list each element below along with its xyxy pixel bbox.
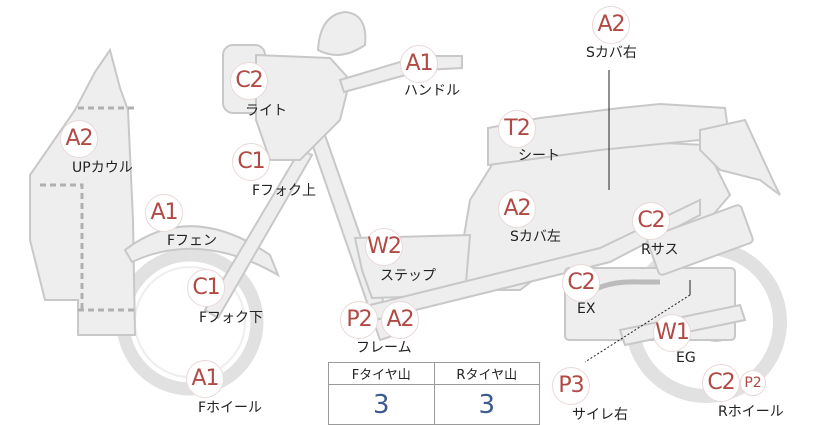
mirror-shape <box>316 10 367 56</box>
step-code-badge: W2 <box>365 228 403 266</box>
muffler-right-label: サイレ右 <box>572 407 628 423</box>
up-cowl-label: UPカウル <box>72 160 133 176</box>
exhaust-label: EX <box>577 301 596 317</box>
frame-label: フレーム <box>356 340 412 356</box>
f-fork-lower-label: Fフォク下 <box>199 310 264 326</box>
front-fork-shape <box>203 148 314 320</box>
light-label: ライト <box>245 103 287 119</box>
r-wheel-code-badge-2: P2 <box>740 370 766 396</box>
f-fender-label: Fフェン <box>167 233 218 249</box>
r-wheel-code-badge-1: C2 <box>702 364 740 402</box>
seat-shape <box>487 102 730 167</box>
f-wheel-code-badge: A1 <box>186 360 224 398</box>
up-cowl-shape <box>29 47 137 336</box>
r-wheel-label: Rホイール <box>718 404 784 420</box>
f-wheel-label: Fホイール <box>198 400 263 416</box>
frame-code-badge-1: P2 <box>340 301 378 339</box>
light-code-badge: C2 <box>230 62 268 100</box>
s-cover-right-code-badge: A2 <box>592 6 630 44</box>
handle-label: ハンドル <box>404 83 460 99</box>
front-tire-tread-value: 3 <box>328 384 435 425</box>
f-fender-code-badge: A1 <box>145 194 183 232</box>
s-cover-right-label: Sカバ右 <box>586 45 637 61</box>
handle-code-badge: A1 <box>400 45 438 83</box>
up-cowl-code-badge: A2 <box>60 120 98 158</box>
exhaust-code-badge: C2 <box>562 264 600 302</box>
rear-tire-tread-header: Rタイヤ山 <box>433 362 540 385</box>
s-cover-left-code-badge: A2 <box>498 190 536 228</box>
seat-code-badge: T2 <box>498 110 536 148</box>
seat-label: シート <box>518 148 560 164</box>
tire-tread-table: Fタイヤ山 Rタイヤ山 3 3 <box>328 362 540 425</box>
step-label: ステップ <box>380 268 436 284</box>
f-fork-upper-label: Fフォク上 <box>252 183 317 199</box>
engine-code-badge: W1 <box>653 314 691 352</box>
rear-suspension-shape <box>646 204 754 276</box>
r-suspension-label: Rサス <box>641 242 679 258</box>
tail-shape <box>699 118 781 196</box>
engine-label: EG <box>676 350 696 366</box>
muffler-right-code-badge: P3 <box>552 367 590 405</box>
f-fork-lower-code-badge: C1 <box>187 269 225 307</box>
rear-tire-tread-value: 3 <box>433 384 540 425</box>
r-suspension-code-badge: C2 <box>632 202 670 240</box>
front-tire-tread-header: Fタイヤ山 <box>328 362 435 385</box>
f-fork-upper-code-badge: C1 <box>232 143 270 181</box>
frame-code-badge-2: A2 <box>381 301 419 339</box>
s-cover-left-label: Sカバ左 <box>510 229 561 245</box>
